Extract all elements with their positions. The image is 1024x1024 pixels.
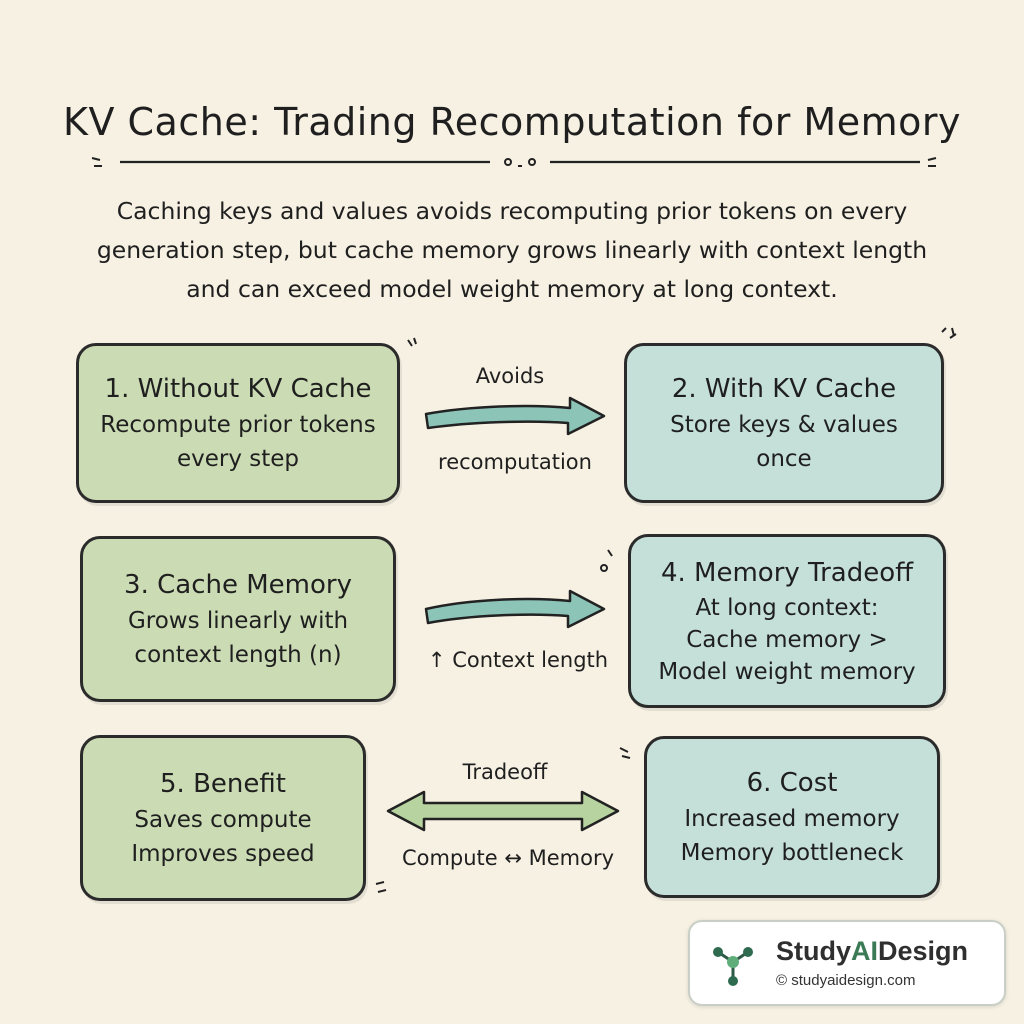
brand-name-prefix: Study: [776, 936, 852, 966]
box-line: Increased memory: [684, 806, 900, 832]
sparkle-doodle-icon: [375, 881, 387, 893]
double-arrow-icon: [386, 790, 620, 832]
box-line: Grows linearly with: [127, 608, 349, 634]
box-line: Store keys & values: [670, 412, 898, 438]
connector-1-bottom-label: recomputation: [438, 450, 592, 474]
box-heading: 2. With KV Cache: [671, 374, 897, 404]
box-line: Saves compute: [134, 807, 312, 833]
box-line: Memory bottleneck: [680, 840, 904, 866]
connector-1-top-label: Avoids: [475, 364, 545, 388]
box-cost: 6. Cost Increased memory Memory bottlene…: [644, 736, 940, 898]
box-cache-memory: 3. Cache Memory Grows linearly with cont…: [80, 536, 396, 702]
brand-logo-card: StudyAIDesign © studyaidesign.com: [688, 920, 1006, 1006]
box-line: every step: [176, 446, 300, 472]
arrow-right-icon: [424, 396, 606, 436]
box-line: Recompute prior tokens: [100, 412, 376, 438]
sparkle-doodle-icon: [941, 327, 957, 339]
box-line: once: [756, 446, 812, 472]
brand-name: StudyAIDesign: [776, 936, 968, 967]
box-heading: 3. Cache Memory: [124, 570, 352, 600]
box-line: context length (n): [134, 642, 342, 668]
subtitle-line: Caching keys and values avoids recomputi…: [116, 197, 908, 225]
box-heading: 1. Without KV Cache: [104, 374, 372, 404]
box-line: At long context:: [695, 595, 879, 621]
connector-3-bottom-label: Compute ↔ Memory: [401, 846, 615, 870]
brand-name-accent: AI: [851, 936, 879, 966]
subtitle-line: generation step, but cache memory grows …: [96, 236, 928, 264]
subtitle: Caching keys and values avoids recomputi…: [90, 192, 934, 309]
box-with-kv-cache: 2. With KV Cache Store keys & values onc…: [624, 343, 944, 503]
box-benefit: 5. Benefit Saves compute Improves speed: [80, 735, 366, 901]
box-heading: 4. Memory Tradeoff: [660, 558, 914, 588]
connector-3-top-label: Tradeoff: [462, 760, 548, 784]
brand-name-suffix: Design: [878, 936, 969, 966]
brand-url: © studyaidesign.com: [776, 972, 916, 989]
box-memory-tradeoff: 4. Memory Tradeoff At long context: Cach…: [628, 534, 946, 708]
sparkle-doodle-icon: [407, 337, 417, 347]
box-line: Cache memory >: [686, 627, 888, 653]
page-title: KV Cache: Trading Recomputation for Memo…: [63, 100, 961, 144]
subtitle-line: and can exceed model weight memory at lo…: [186, 275, 838, 303]
box-heading: 5. Benefit: [160, 769, 286, 799]
box-without-kv-cache: 1. Without KV Cache Recompute prior toke…: [76, 343, 400, 503]
arrow-right-icon: [424, 589, 606, 629]
box-line: Improves speed: [131, 841, 315, 867]
title-underline: [91, 157, 937, 167]
box-line: Model weight memory: [658, 659, 916, 685]
box-heading: 6. Cost: [746, 768, 838, 798]
sparkle-doodle-icon: [600, 549, 613, 572]
connector-2-bottom-label: ↑ Context length: [427, 648, 609, 672]
sparkle-doodle-icon: [619, 747, 631, 759]
molecule-network-icon: [713, 947, 753, 986]
